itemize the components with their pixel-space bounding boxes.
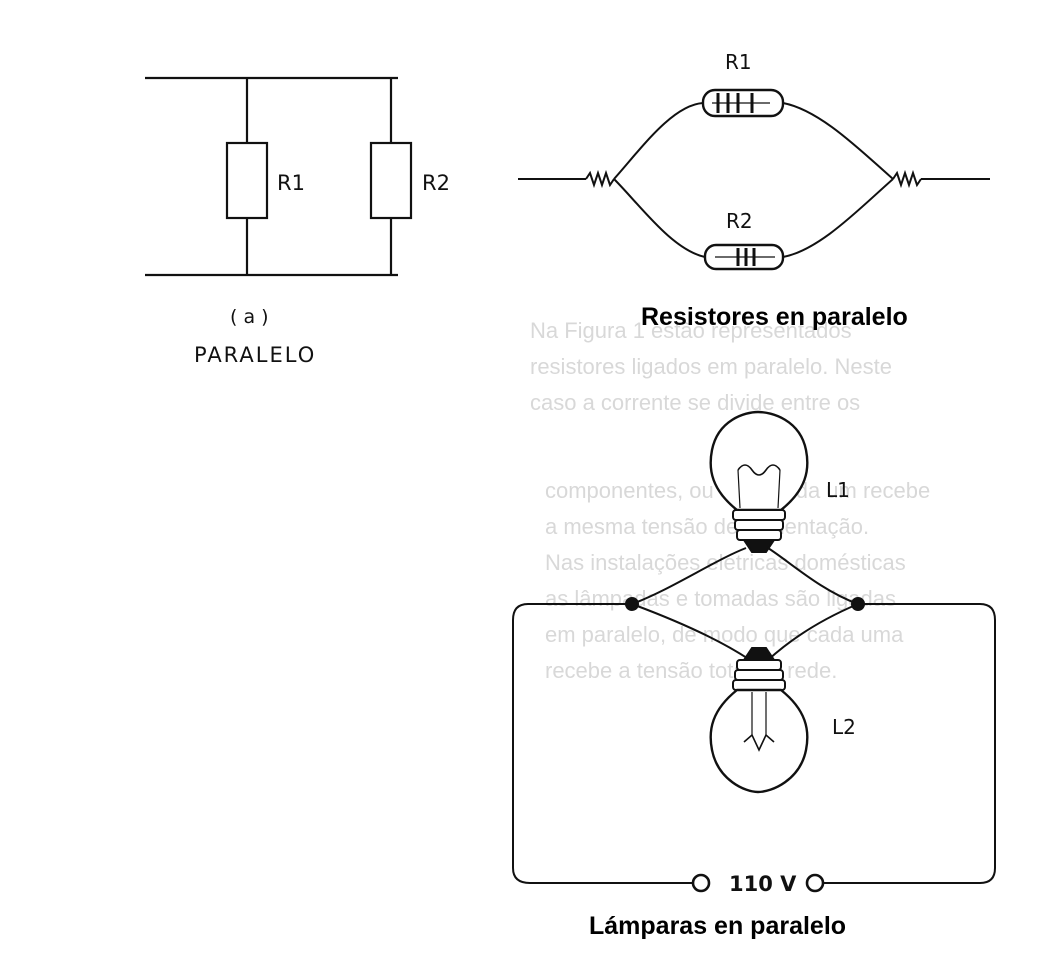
lamp-l2-label: L2 [832, 715, 856, 739]
l2-base-ring-1 [736, 659, 782, 671]
schematic-title: PARALELO [194, 343, 316, 367]
l2-base-ring-3 [732, 679, 786, 691]
r2-left-lead [613, 178, 706, 258]
l2-right-wire [767, 603, 859, 661]
bleed-line-2: resistores ligados em paralelo. Neste [530, 354, 892, 379]
r2-resistor-body [703, 243, 785, 271]
r1-resistor-body [701, 88, 785, 118]
resistor-pictorial [518, 88, 990, 271]
lamp-l1-label: L1 [826, 478, 850, 502]
l2-glass-bulb [709, 688, 809, 794]
l1-filament-support [737, 469, 781, 509]
l2-base-contact [742, 647, 776, 661]
l1-base-ring-1 [732, 509, 786, 521]
pictorial-r2-label: R2 [726, 209, 753, 233]
pictorial-r1-label: R1 [725, 50, 752, 74]
l1-base-contact [742, 539, 776, 553]
right-twisted-junction [892, 169, 922, 189]
bleed-line-8: em paralelo, de modo que cada uma [545, 622, 904, 647]
schematic-sub-label: ( a ) [230, 306, 269, 328]
r1-resistor-symbol [225, 141, 269, 220]
resistors-caption: Resistores en paralelo [641, 303, 908, 331]
r1-left-lead [613, 102, 704, 180]
bleed-line-9: recebe a tensão total da rede. [545, 658, 837, 683]
l1-right-wire [767, 547, 859, 605]
l1-base-ring-2 [734, 519, 784, 531]
bleed-line-5: a mesma tensão de alimentação. [545, 514, 869, 539]
l1-left-wire [631, 547, 747, 605]
bleed-line-7: as lâmpadas e tomadas são ligadas [545, 586, 896, 611]
bleed-line-6: Nas instalações elétricas domésticas [545, 550, 906, 575]
l2-base-ring-2 [734, 669, 784, 681]
l1-filament [737, 464, 781, 476]
r2-color-bands [715, 248, 775, 266]
lamp-circuit [512, 410, 996, 893]
r2-right-lead [782, 178, 894, 258]
lamp-l2 [709, 647, 809, 794]
left-junction-node [625, 597, 639, 611]
schematic-r1-label: R1 [277, 171, 305, 195]
r1-right-lead [782, 102, 894, 180]
l1-base-ring-3 [736, 529, 782, 541]
right-supply-terminal [805, 873, 825, 893]
right-junction-node [851, 597, 865, 611]
l1-glass-bulb [709, 410, 809, 512]
schematic-r2-label: R2 [422, 171, 450, 195]
r2-resistor-symbol [369, 141, 413, 220]
lamp-l1 [709, 410, 809, 553]
voltage-label: 110 V [729, 872, 797, 896]
l2-filament-support [751, 692, 767, 735]
left-supply-wire [512, 603, 693, 884]
left-supply-terminal [691, 873, 711, 893]
schematic-diagram [145, 76, 413, 277]
bleed-line-1: Na Figura 1 estão representados [530, 318, 852, 343]
left-twisted-junction [585, 169, 615, 189]
l2-left-wire [631, 603, 751, 661]
r1-color-bands [712, 93, 770, 113]
l2-filament [743, 733, 775, 752]
bleed-line-3: caso a corrente se divide entre os [530, 390, 860, 415]
right-supply-wire [823, 603, 996, 884]
lamps-caption: Lámparas en paralelo [589, 912, 846, 940]
